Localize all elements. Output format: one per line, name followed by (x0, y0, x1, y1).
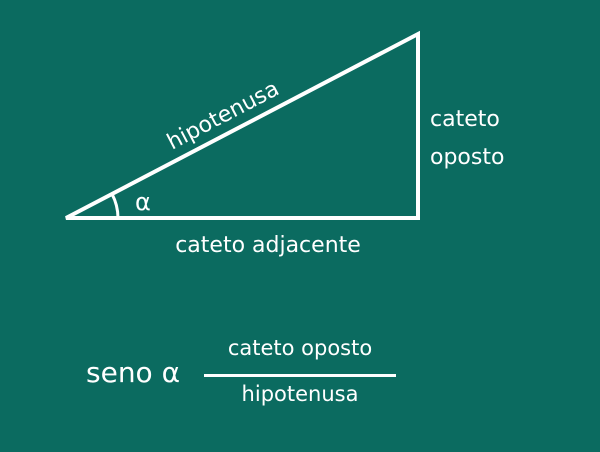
fraction-bar (204, 374, 396, 377)
formula-denominator: hipotenusa (241, 382, 359, 406)
adjacent-side-label: cateto adjacente (175, 233, 361, 258)
formula-fraction: cateto oposto hipotenusa (204, 332, 396, 412)
opposite-side-label-line1: cateto (430, 107, 500, 132)
angle-arc (110, 193, 120, 219)
opposite-side-label-line2: oposto (430, 145, 504, 170)
formula-numerator: cateto oposto (227, 336, 373, 360)
right-triangle-shape (65, 30, 420, 220)
angle-label: α (135, 188, 151, 216)
sine-formula: seno α cateto oposto hipotenusa (86, 332, 406, 412)
formula-prefix: seno α (86, 356, 181, 389)
